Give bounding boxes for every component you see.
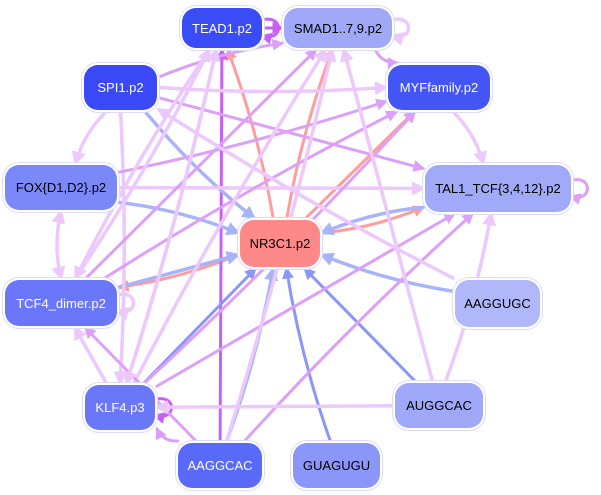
edge-klf4-to-tal1 xyxy=(155,212,457,388)
edge-spi1-to-myf xyxy=(157,81,389,96)
node-spi1[interactable]: SPI1.p2 xyxy=(84,65,157,110)
edge-spi1-to-klf4 xyxy=(113,110,128,386)
edge-fox-to-myf xyxy=(117,98,389,174)
edge-tcf4-to-fox xyxy=(51,209,66,281)
node-auggcac[interactable]: AUGGCAC xyxy=(395,383,483,428)
node-label: MYFfamily.p2 xyxy=(399,80,479,95)
edge-tcf4-to-tead1 xyxy=(73,47,211,280)
node-tal1[interactable]: TAL1_TCF{3,4,12}.p2 xyxy=(425,165,571,212)
edge-aaggcac-to-tead1 xyxy=(215,47,228,443)
edge-auggcac-to-nr3c1 xyxy=(303,267,417,383)
edge-tal1-to-tal1 xyxy=(568,178,589,205)
edge-spi1-to-tal1 xyxy=(157,96,426,172)
edge-myf-to-tal1 xyxy=(451,110,487,166)
node-klf4[interactable]: KLF4.p3 xyxy=(85,385,155,430)
edge-klf4-to-nr3c1 xyxy=(142,267,257,385)
node-aaggcac[interactable]: AAGGCAC xyxy=(178,443,262,488)
edge-auggcac-to-smad xyxy=(340,47,435,383)
node-label: NR3C1.p2 xyxy=(249,236,311,251)
node-myf[interactable]: MYFfamily.p2 xyxy=(388,65,490,110)
edge-fox-to-nr3c1 xyxy=(117,200,241,236)
edge-klf4-to-smad xyxy=(132,47,328,385)
edge-smad-to-smad xyxy=(389,17,411,46)
edge-guagugu-to-nr3c1 xyxy=(282,266,332,443)
edge-aaggcac-to-tal1 xyxy=(243,212,475,443)
node-label: KLF4.p3 xyxy=(95,400,145,415)
node-label: AAGGUGC xyxy=(464,296,531,311)
edge-klf4-to-tcf4 xyxy=(73,325,108,385)
node-tead1[interactable]: TEAD1.p2 xyxy=(182,8,262,48)
node-tcf4[interactable]: TCF4_dimer.p2 xyxy=(5,280,117,326)
edge-smad-to-myf xyxy=(373,48,400,70)
edge-tcf4-to-nr3c1 xyxy=(117,251,241,289)
node-guagugu[interactable]: GUAGUGU xyxy=(293,443,380,488)
node-label: TCF4_dimer.p2 xyxy=(16,295,106,311)
edge-tead1-to-klf4 xyxy=(123,48,218,386)
node-label: AUGGCAC xyxy=(406,398,472,413)
edge-aaggcac-to-klf4 xyxy=(155,426,180,443)
edge-auggcac-to-klf4 xyxy=(154,400,395,415)
node-fox[interactable]: FOX{D1,D2}.p2 xyxy=(5,165,117,210)
node-smad[interactable]: SMAD1..7,9.p2 xyxy=(284,8,392,48)
edge-aaggcac-to-tcf4 xyxy=(83,326,198,443)
node-label: TEAD1.p2 xyxy=(192,20,252,36)
node-label: SMAD1..7,9.p2 xyxy=(293,20,383,36)
edge-tead1-to-tcf4 xyxy=(73,48,211,281)
edge-spi1-to-fox xyxy=(71,110,108,166)
edge-tcf4-to-myf xyxy=(103,110,399,280)
node-nr3c1[interactable]: NR3C1.p2 xyxy=(240,220,320,267)
node-aaggugc[interactable]: AAGGUGC xyxy=(455,280,540,327)
edge-tal1-to-nr3c1 xyxy=(319,205,425,235)
edge-nr3c1-to-myf xyxy=(304,110,416,220)
edge-tcf4-to-smad xyxy=(84,48,318,280)
node-label: SPI1.p2 xyxy=(97,80,144,95)
edge-nr3c1-to-tal1 xyxy=(320,205,426,235)
node-label: TAL1_TCF{3,4,12}.p2 xyxy=(435,181,561,196)
edge-fox-to-tal1 xyxy=(117,181,426,196)
edge-nr3c1-to-tead1 xyxy=(225,47,275,220)
node-label: GUAGUGU xyxy=(302,458,371,473)
edge-nr3c1-to-smad xyxy=(285,47,335,220)
node-label: AAGGCAC xyxy=(187,458,253,473)
node-label: FOX{D1,D2}.p2 xyxy=(15,180,107,195)
edge-aaggugc-to-nr3c1 xyxy=(319,252,455,293)
